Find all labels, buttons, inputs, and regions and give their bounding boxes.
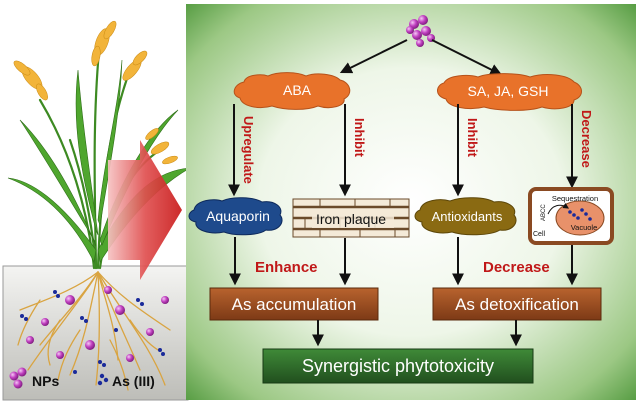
aba-node: ABA	[233, 72, 351, 110]
soil-arsenic	[20, 290, 165, 374]
edge-upregulate: Upregulate	[241, 116, 256, 184]
aquaporin-node: Aquaporin	[188, 197, 283, 236]
legend-np-label: NPs	[32, 373, 59, 389]
vacuole-arsenic	[568, 208, 592, 221]
vacuole-node: Sequestration Vacuole ABCC Cell	[528, 187, 614, 245]
sequestration-arrow	[547, 202, 570, 215]
iron-plaque-label: Iron plaque	[316, 211, 386, 227]
edge-decrease-vertical: Decrease	[579, 110, 594, 168]
synergistic-box: Synergistic phytotoxicity	[262, 348, 534, 384]
roots	[17, 271, 171, 391]
vacuole-sequestration: Sequestration	[552, 194, 598, 203]
edge-enhance: Enhance	[255, 259, 318, 276]
as-accumulation-box: As accumulation	[209, 287, 379, 321]
sa-ja-gsh-label: SA, JA, GSH	[468, 83, 549, 99]
soil-box	[2, 265, 189, 401]
iron-plaque-node: Iron plaque	[292, 198, 410, 238]
edge-decrease-mid: Decrease	[483, 259, 550, 276]
legend-np-icon	[9, 367, 27, 389]
antioxidants-label: Antioxidants	[432, 209, 503, 224]
as-detoxification-box: As detoxification	[432, 287, 602, 321]
arrow-np-to-aba	[339, 39, 408, 74]
vacuole-label: Vacuole	[571, 223, 598, 232]
legend-as-icon	[97, 373, 109, 386]
big-red-arrow	[108, 140, 182, 280]
vacuole-abcc: ABCC	[541, 204, 547, 221]
vacuole-cell: Cell	[533, 231, 546, 238]
edge-inhibit-right: Inhibit	[465, 118, 480, 158]
antioxidants-node: Antioxidants	[414, 197, 517, 236]
as-accumulation-label: As accumulation	[232, 295, 357, 314]
rice-plant-illustration: NPs As (III)	[2, 20, 191, 401]
soil-nanoparticles	[26, 286, 169, 362]
grain-panicles	[13, 20, 178, 165]
aquaporin-label: Aquaporin	[206, 208, 270, 224]
as-detoxification-label: As detoxification	[455, 295, 579, 314]
sa-ja-gsh-node: SA, JA, GSH	[437, 73, 582, 111]
aba-label: ABA	[283, 82, 312, 98]
np-cluster-icon	[406, 15, 435, 47]
edge-inhibit-left: Inhibit	[352, 118, 367, 158]
arrow-np-to-sa	[431, 39, 503, 76]
legend: NPs As (III)	[9, 367, 155, 389]
legend-as-label: As (III)	[112, 373, 155, 389]
synergistic-label: Synergistic phytotoxicity	[302, 356, 494, 376]
